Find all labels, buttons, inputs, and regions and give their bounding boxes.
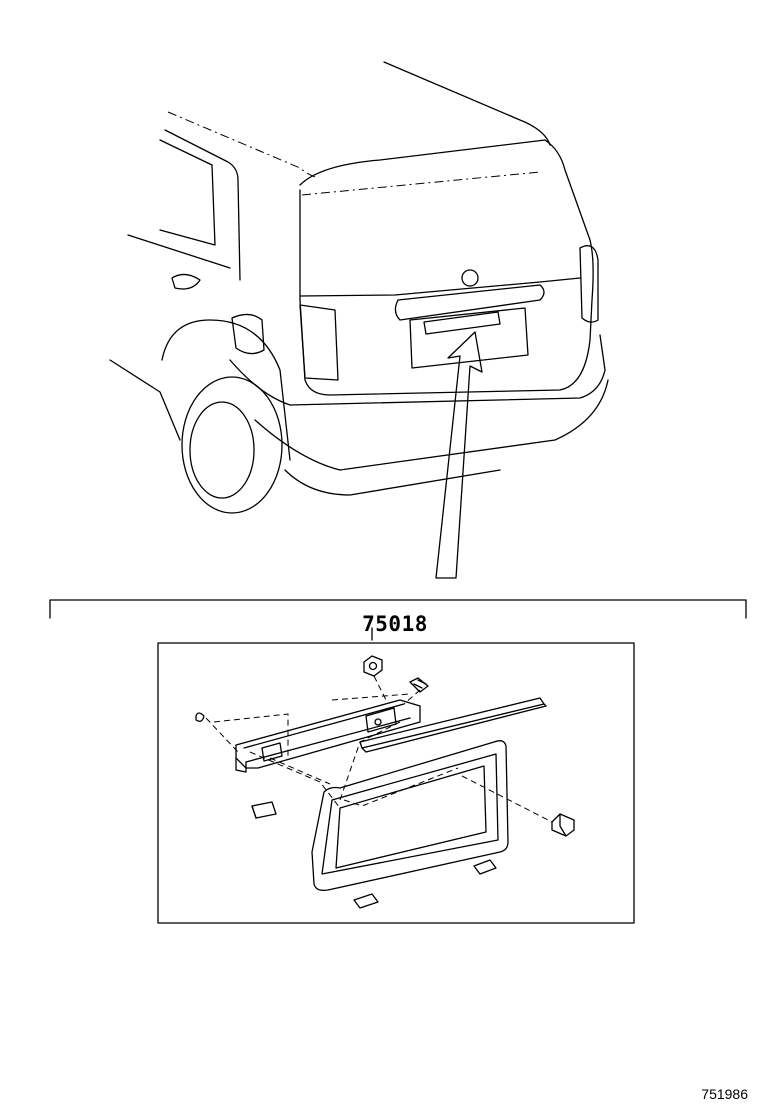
garnish-strip-icon	[359, 697, 547, 753]
pad-icon-right	[473, 859, 497, 875]
bolt-icon	[551, 813, 575, 837]
clip-icon	[195, 712, 205, 722]
part-number-label: 75018	[362, 612, 428, 636]
nut-icon	[363, 655, 383, 677]
exploded-parts-view	[195, 655, 575, 909]
screw-icon	[409, 677, 429, 693]
vehicle-rear-illustration	[109, 61, 609, 579]
parts-frame	[157, 642, 635, 924]
license-bracket-icon	[235, 699, 421, 773]
assembly-bracket	[49, 599, 747, 619]
plate-frame-icon	[311, 740, 509, 892]
pad-icon-left	[353, 893, 379, 909]
figure-code: 751986	[701, 1086, 748, 1102]
license-lamp-icon	[251, 801, 277, 819]
